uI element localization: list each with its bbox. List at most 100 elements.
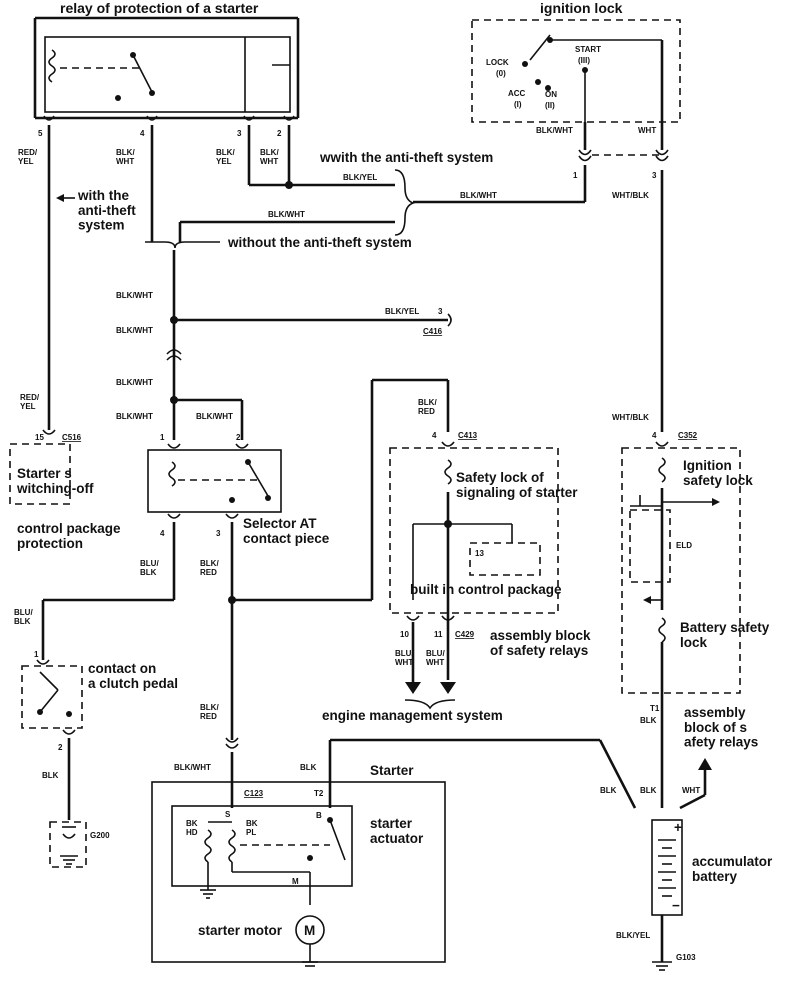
label-starter-motor: starter motor — [198, 923, 283, 938]
relay-terminal-3 — [243, 115, 255, 121]
svg-text:13: 13 — [475, 549, 484, 558]
on-label: ON — [545, 90, 557, 99]
svg-text:BLK: BLK — [640, 786, 657, 795]
svg-text:4: 4 — [160, 529, 165, 538]
svg-text:3: 3 — [438, 307, 443, 316]
svg-text:3: 3 — [216, 529, 221, 538]
connector-c352: C352 — [678, 431, 698, 440]
lock-label: LOCK — [486, 58, 509, 67]
svg-text:(0): (0) — [496, 69, 506, 78]
svg-text:3: 3 — [652, 171, 657, 180]
connector-c516: C516 — [62, 433, 82, 442]
svg-text:BLU/BLK: BLU/BLK — [140, 559, 159, 577]
svg-text:BLK/WHT: BLK/WHT — [196, 412, 233, 421]
svg-text:BLK/YEL: BLK/YEL — [343, 173, 377, 182]
relay-pin-2: 2 — [277, 129, 282, 138]
svg-text:2: 2 — [236, 433, 241, 442]
svg-text:BLK/WHT: BLK/WHT — [460, 191, 497, 200]
ground-g103: G103 — [676, 953, 696, 962]
ignition-lock: ignition lock LOCK (0) ACC (I) ON (II) S… — [471, 0, 681, 180]
svg-text:BLK/WHT: BLK/WHT — [116, 378, 153, 387]
relay-terminal-2 — [283, 115, 295, 121]
svg-text:BLU/WHT: BLU/WHT — [395, 649, 414, 667]
svg-text:BLK: BLK — [640, 716, 657, 725]
wire-blk-wht-relay: BLK/WHT — [116, 148, 135, 166]
relay-title: relay of protection of a starter — [60, 0, 259, 16]
svg-text:BLK: BLK — [300, 763, 317, 772]
svg-text:1: 1 — [34, 650, 39, 659]
svg-text:T1: T1 — [650, 704, 660, 713]
relay-terminal-5 — [43, 115, 55, 121]
svg-text:BLU/WHT: BLU/WHT — [426, 649, 445, 667]
label-with-antitheft: wwith the anti-theft system — [319, 150, 493, 165]
acc-label: ACC — [508, 89, 526, 98]
svg-text:BLK/RED: BLK/RED — [418, 398, 437, 416]
relay-pin-5: 5 — [38, 129, 43, 138]
ground-g200: G200 — [90, 831, 110, 840]
svg-text:ELD: ELD — [676, 541, 692, 550]
svg-text:BLK/WHT: BLK/WHT — [116, 291, 153, 300]
svg-text:BLU/BLK: BLU/BLK — [14, 608, 33, 626]
svg-text:B: B — [316, 811, 322, 820]
svg-text:4: 4 — [652, 431, 657, 440]
svg-text:+: + — [674, 820, 682, 835]
svg-text:BLK/WHT: BLK/WHT — [116, 412, 153, 421]
svg-text:(II): (II) — [545, 101, 555, 110]
svg-text:(III): (III) — [578, 56, 590, 65]
svg-text:BLK/YEL: BLK/YEL — [616, 931, 650, 940]
svg-text:S: S — [225, 810, 231, 819]
svg-text:BLK/RED: BLK/RED — [200, 703, 219, 721]
svg-text:15: 15 — [35, 433, 44, 442]
svg-text:RED/YEL: RED/YEL — [20, 393, 40, 411]
relay-terminal-4 — [146, 115, 158, 121]
svg-text:BLK/WHT: BLK/WHT — [260, 148, 279, 166]
svg-text:1: 1 — [573, 171, 578, 180]
label-engine-management: engine management system — [322, 708, 503, 723]
starter-protection-relay: relay of protection of a starter 5 4 3 2 — [33, 0, 300, 138]
label-without-antitheft: without the anti-theft system — [227, 235, 412, 250]
svg-text:M: M — [292, 877, 299, 886]
connector-c123: C123 — [244, 789, 264, 798]
svg-text:−: − — [672, 898, 680, 913]
svg-text:BLK/YEL: BLK/YEL — [385, 307, 419, 316]
svg-text:4: 4 — [432, 431, 437, 440]
svg-text:11: 11 — [434, 630, 443, 639]
start-label: START — [575, 45, 601, 54]
svg-text:BLK/WHT: BLK/WHT — [268, 210, 305, 219]
svg-text:BLK/WHT: BLK/WHT — [174, 763, 211, 772]
relay-pin-3: 3 — [237, 129, 242, 138]
label-built-in: built in control package — [410, 582, 562, 597]
svg-text:WHT/BLK: WHT/BLK — [612, 413, 649, 422]
svg-text:BLK/RED: BLK/RED — [200, 559, 219, 577]
svg-text:(I): (I) — [514, 100, 522, 109]
ignition-lock-title: ignition lock — [540, 0, 623, 16]
starter-title: Starter — [370, 763, 414, 778]
connector-c416: C416 — [423, 327, 443, 336]
svg-text:WHT/BLK: WHT/BLK — [612, 191, 649, 200]
svg-text:1: 1 — [160, 433, 165, 442]
svg-text:M: M — [304, 923, 315, 938]
connector-c413: C413 — [458, 431, 478, 440]
svg-text:BLK: BLK — [42, 771, 59, 780]
svg-text:BLK/WHT: BLK/WHT — [116, 326, 153, 335]
svg-text:WHT: WHT — [638, 126, 656, 135]
svg-text:BLK/WHT: BLK/WHT — [536, 126, 573, 135]
